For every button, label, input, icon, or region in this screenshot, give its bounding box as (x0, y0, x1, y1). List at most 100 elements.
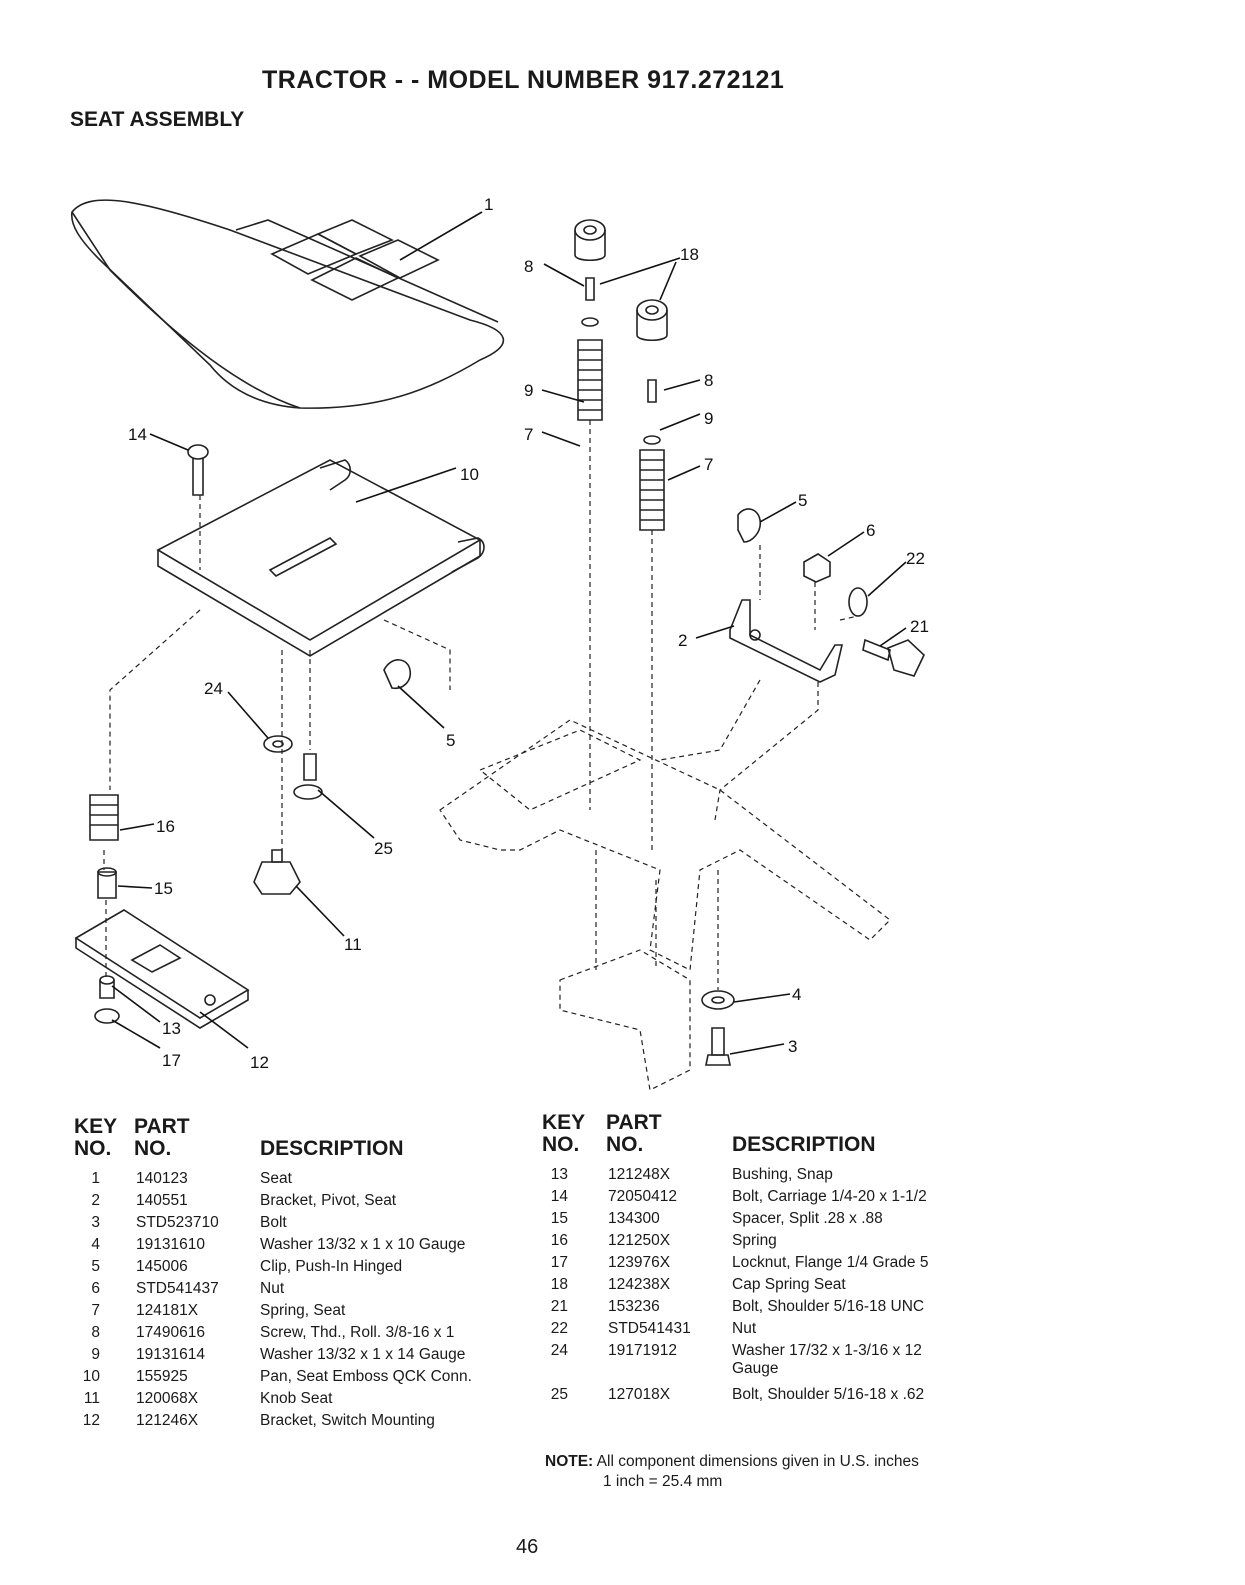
part-number: STD541431 (608, 1320, 691, 1337)
nut-part-22 (848, 587, 868, 617)
part-description: Washer 17/32 x 1-3/16 x 12 Gauge (732, 1342, 922, 1377)
part-description: Screw, Thd., Roll. 3/8-16 x 1 (260, 1324, 455, 1341)
part-description: Nut (260, 1280, 285, 1297)
seat-pan-part (156, 459, 485, 657)
callout-8-right: 8 (704, 371, 713, 390)
callout-21: 21 (910, 617, 929, 636)
key-number: 7 (91, 1302, 100, 1319)
header-key: KEY (542, 1111, 586, 1134)
callout-5-left: 5 (446, 731, 455, 750)
callout-13: 13 (162, 1019, 181, 1038)
washer-part-4 (701, 990, 735, 1010)
switch-bracket-part (74, 909, 250, 1029)
key-number: 8 (91, 1324, 100, 1341)
callout-9-left: 9 (524, 381, 533, 400)
callout-14: 14 (128, 425, 147, 444)
key-number: 24 (550, 1342, 568, 1359)
key-number: 22 (550, 1320, 568, 1337)
part-description: Pan, Seat Emboss QCK Conn. (260, 1368, 472, 1385)
key-number: 11 (83, 1390, 100, 1407)
part-description: Cap Spring Seat (732, 1276, 846, 1293)
callout-5-right: 5 (798, 491, 807, 510)
header-key-no: NO. (542, 1133, 580, 1156)
key-number: 15 (550, 1210, 568, 1227)
section-title: SEAT ASSEMBLY (70, 108, 245, 131)
header-key-no: NO. (74, 1137, 112, 1160)
callout-7-right: 7 (704, 455, 713, 474)
callout-1: 1 (484, 195, 493, 214)
key-number: 25 (550, 1386, 568, 1403)
part-description: Spring, Seat (260, 1302, 346, 1319)
part-description: Nut (732, 1320, 757, 1337)
callout-8-left: 8 (524, 257, 533, 276)
callout-17: 17 (162, 1051, 181, 1070)
part-description: Washer 13/32 x 1 x 14 Gauge (260, 1346, 466, 1363)
header-part: PART (606, 1111, 662, 1134)
key-number: 1 (91, 1170, 100, 1187)
push-in-clip-part-left (383, 659, 412, 690)
part-number: 145006 (136, 1258, 188, 1275)
locknut-part-17 (94, 1008, 120, 1024)
part-number: 123976X (608, 1254, 671, 1271)
part-number: 19131610 (136, 1236, 205, 1253)
key-number: 3 (91, 1214, 100, 1231)
key-number: 18 (550, 1276, 568, 1293)
part-number: 153236 (608, 1298, 660, 1315)
part-description: Locknut, Flange 1/4 Grade 5 (732, 1254, 929, 1271)
part-number: 124181X (136, 1302, 199, 1319)
part-number: 72050412 (608, 1188, 677, 1205)
part-number: 17490616 (136, 1324, 205, 1341)
page-number: 46 (516, 1536, 539, 1558)
callout-12: 12 (250, 1053, 269, 1072)
pivot-bracket-part (729, 599, 844, 683)
part-number: STD541437 (136, 1280, 219, 1297)
key-number: 6 (91, 1280, 100, 1297)
header-part: PART (134, 1115, 190, 1138)
key-number: 5 (91, 1258, 100, 1275)
seat-part (71, 199, 504, 409)
key-number: 9 (91, 1346, 100, 1363)
callout-6: 6 (866, 521, 875, 540)
spring-part-16 (89, 794, 119, 841)
part-description: Seat (260, 1170, 292, 1187)
key-number: 10 (82, 1368, 100, 1385)
note-line-2: 1 inch = 25.4 mm (603, 1473, 723, 1490)
part-description: Bracket, Pivot, Seat (260, 1192, 397, 1209)
part-number: 120068X (136, 1390, 199, 1407)
part-description: Bolt (260, 1214, 287, 1231)
part-number: 134300 (608, 1210, 660, 1227)
callout-22: 22 (906, 549, 925, 568)
note-label: NOTE: (545, 1453, 594, 1470)
callout-3: 3 (788, 1037, 797, 1056)
callout-15: 15 (154, 879, 173, 898)
callout-4: 4 (792, 985, 801, 1004)
header-description: DESCRIPTION (732, 1133, 876, 1156)
shoulder-bolt-part-25 (293, 753, 323, 800)
part-number: 121250X (608, 1232, 671, 1249)
callout-24: 24 (204, 679, 223, 698)
part-description: Bolt, Shoulder 5/16-18 x .62 (732, 1386, 925, 1403)
part-number: 155925 (136, 1368, 188, 1385)
key-number: 12 (82, 1412, 100, 1429)
part-description: Washer 13/32 x 1 x 10 Gauge (260, 1236, 466, 1253)
washer-part-24 (263, 735, 293, 753)
part-number: 140551 (136, 1192, 188, 1209)
callout-10: 10 (460, 465, 479, 484)
bushing-part-13 (99, 975, 115, 999)
callout-18: 18 (680, 245, 699, 264)
bolt-part-3 (705, 1027, 731, 1066)
part-number: 140123 (136, 1170, 188, 1187)
part-number: 124238X (608, 1276, 671, 1293)
part-description: Spacer, Split .28 x .88 (732, 1210, 883, 1227)
header-key: KEY (74, 1115, 118, 1138)
header-part-no: NO. (134, 1137, 172, 1160)
part-description: Bolt, Carriage 1/4-20 x 1-1/2 (732, 1188, 927, 1205)
part-description: Clip, Push-In Hinged (260, 1258, 403, 1275)
part-description: Bushing, Snap (732, 1166, 833, 1183)
part-number: STD523710 (136, 1214, 219, 1231)
shoulder-bolt-part-21 (862, 638, 925, 677)
callout-9-right: 9 (704, 409, 713, 428)
part-description: Bolt, Shoulder 5/16-18 UNC (732, 1298, 925, 1315)
